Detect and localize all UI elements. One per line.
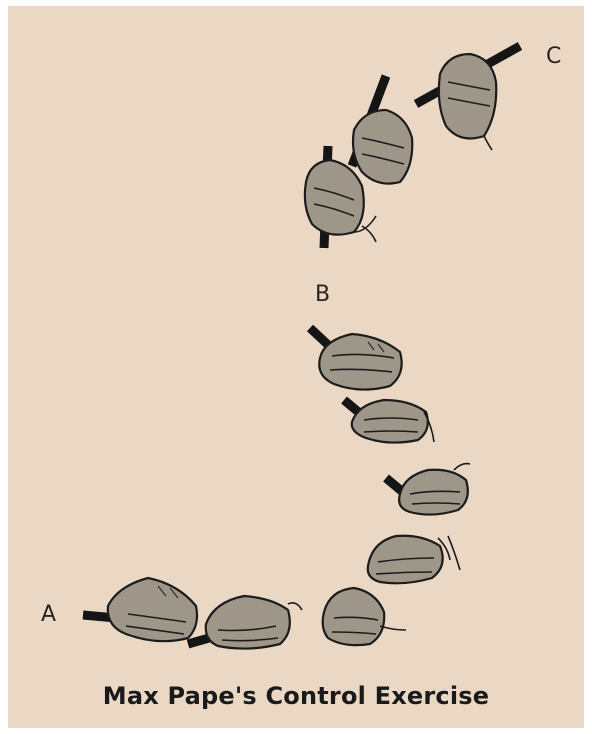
hand-position-5 <box>386 464 470 515</box>
hand-position-6 <box>344 400 434 443</box>
label-c: C <box>546 44 561 69</box>
hand-position-a2 <box>188 596 302 649</box>
hand-position-c <box>416 46 520 150</box>
hand-sequence-drawing <box>8 6 584 728</box>
exercise-illustration: A B C Max Pape's Control Exercise <box>8 6 584 728</box>
hand-position-b2 <box>352 76 412 184</box>
hand-position-a3 <box>323 588 406 645</box>
hand-position-4 <box>368 536 460 584</box>
hand-position-a <box>83 578 197 641</box>
label-b: B <box>315 282 330 307</box>
hand-position-7 <box>310 328 402 390</box>
label-a: A <box>41 602 56 627</box>
figure-caption: Max Pape's Control Exercise <box>8 682 584 710</box>
